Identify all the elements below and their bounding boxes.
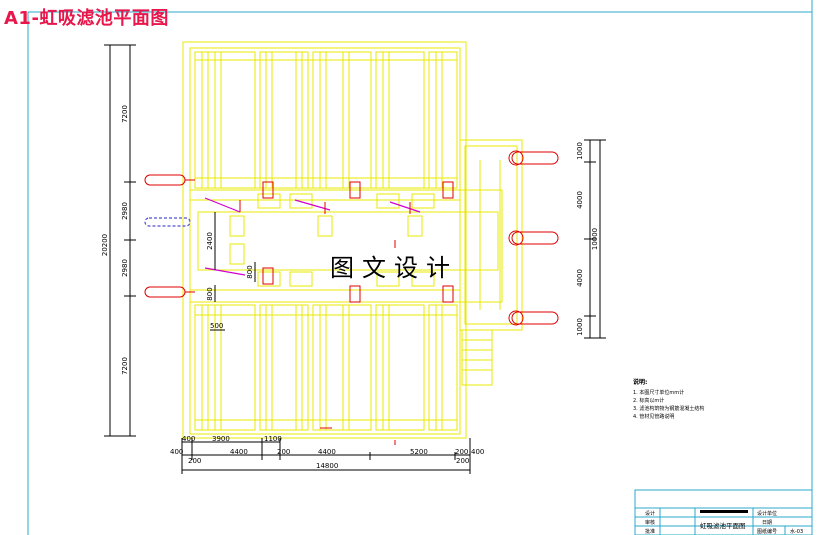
- tb-r3-c4: 水-03: [790, 528, 803, 535]
- title-block-bar: [700, 510, 748, 513]
- upper-filter-cells: [194, 51, 458, 189]
- bottom-dimension-chain: [181, 438, 471, 474]
- dim-bottom-mid-2: 4400: [230, 448, 248, 456]
- dim-bottom-mid-6: 200: [455, 448, 468, 456]
- dim-bottom-low-2: 200: [456, 457, 469, 465]
- tb-r2-c3: 日期: [762, 520, 772, 526]
- pipes-right: [508, 150, 559, 326]
- dim-bottom-mid-5: 5200: [410, 448, 428, 456]
- lower-filter-cells: [194, 304, 458, 431]
- dim-right-seg-2: 4000: [576, 191, 584, 209]
- dim-left-seg-4: 7200: [121, 357, 129, 375]
- note-line-3: 3. 滤池构筑物为钢筋混凝土结构: [633, 405, 704, 412]
- filter-outer-wall: [182, 41, 467, 439]
- tb-r3-c3: 图纸编号: [757, 528, 777, 535]
- dim-inner-2400: 2400: [206, 232, 214, 250]
- tb-r2-c2: 虹吸滤池平面图: [700, 521, 746, 530]
- tb-r1-c1: 设计: [645, 510, 655, 517]
- note-line-1: 1. 本图尺寸单位mm计: [633, 389, 684, 396]
- right-dimension-chain: [584, 139, 606, 339]
- title-block: 设计 设计单位 审核 虹吸滤池平面图 日期 批准 图纸编号 水-03: [634, 489, 813, 535]
- dim-left-seg-2: 2980: [121, 202, 129, 220]
- filter-inner-wall: [189, 47, 461, 435]
- note-line-4: 4. 管材见管路说明: [633, 413, 674, 420]
- dim-bottom-top-2: 3900: [212, 435, 230, 443]
- dim-right-seg-4: 1000: [576, 318, 584, 336]
- dim-right-total: 10000: [591, 228, 599, 250]
- dim-left-seg-1: 7200: [121, 105, 129, 123]
- dim-bottom-top-1: 400: [182, 435, 195, 443]
- dim-bottom-mid-4: 4400: [318, 448, 336, 456]
- right-annex: [459, 139, 523, 386]
- dim-right-seg-3: 4000: [576, 269, 584, 287]
- siphon-pipes: [204, 181, 454, 445]
- dim-bottom-top-3: 1100: [264, 435, 282, 443]
- watermark: 图文设计: [330, 254, 458, 282]
- notes-heading: 说明:: [633, 378, 647, 386]
- dimension-labels: 20200 7200 2980 2980 7200 2400 800 800 5…: [101, 105, 599, 470]
- dim-inner-800-b: 800: [206, 287, 214, 300]
- dim-bottom-low-1: 200: [188, 457, 201, 465]
- design-notes: 说明: 1. 本图尺寸单位mm计 2. 标高以m计 3. 滤池构筑物为钢筋混凝土…: [633, 378, 704, 420]
- dim-bottom-total: 14800: [316, 462, 338, 470]
- dim-inner-800-a: 800: [246, 265, 254, 278]
- dim-bottom-mid-1: 400: [170, 448, 183, 456]
- tb-r1-c3: 设计单位: [757, 510, 777, 517]
- dim-right-seg-1: 1000: [576, 142, 584, 160]
- tb-r3-c1: 批准: [645, 528, 655, 535]
- dim-bottom-mid-3: 200: [277, 448, 290, 456]
- dim-left-seg-3: 2980: [121, 259, 129, 277]
- left-dimension-chain: [104, 44, 256, 437]
- dim-bottom-mid-7: 400: [471, 448, 484, 456]
- central-channel: [189, 189, 503, 303]
- drawing-title: A1-虹吸滤池平面图: [4, 8, 169, 29]
- note-line-2: 2. 标高以m计: [633, 397, 664, 404]
- dim-left-total: 20200: [101, 234, 109, 256]
- tb-r2-c1: 审核: [645, 519, 655, 526]
- pipes-left: [144, 174, 195, 298]
- dim-500: 500: [210, 322, 223, 330]
